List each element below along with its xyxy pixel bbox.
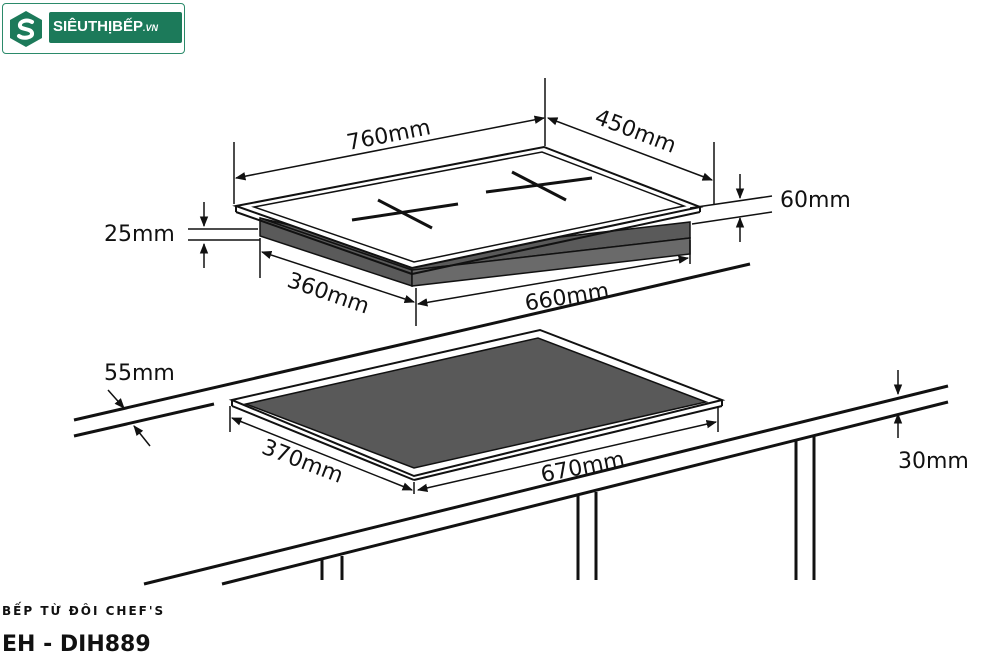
label-60: 60mm	[780, 188, 851, 213]
cooking-zone-left	[351, 198, 459, 230]
label-55: 55mm	[104, 361, 175, 386]
product-category: BẾP TỪ ĐÔI CHEF'S	[2, 604, 166, 618]
logo-suffix: .VN	[143, 23, 159, 33]
hob-unit	[232, 145, 704, 288]
logo-wordmark: SIÊUTHỊBẾP.VN	[53, 18, 158, 35]
product-model: EH - DIH889	[2, 632, 151, 657]
dim-height-total: 60mm	[689, 174, 851, 242]
logo-mark-icon	[10, 11, 42, 47]
label-360: 360mm	[284, 268, 372, 319]
logo-wordmark-box: SIÊUTHỊBẾP.VN	[49, 12, 182, 43]
countertop	[73, 262, 949, 586]
label-25: 25mm	[104, 222, 175, 247]
cutout-opening	[243, 337, 709, 469]
logo-text: SIÊUTHỊBẾP	[53, 18, 144, 35]
label-760: 760mm	[345, 115, 433, 156]
dim-glass-thickness: 25mm	[104, 202, 260, 268]
brand-logo[interactable]: SIÊUTHỊBẾP.VN	[2, 3, 185, 54]
label-670: 670mm	[539, 447, 627, 488]
dim-counter-thickness: 30mm	[893, 370, 969, 474]
label-30: 30mm	[898, 449, 969, 474]
dim-min-clearance: 55mm	[104, 361, 175, 447]
